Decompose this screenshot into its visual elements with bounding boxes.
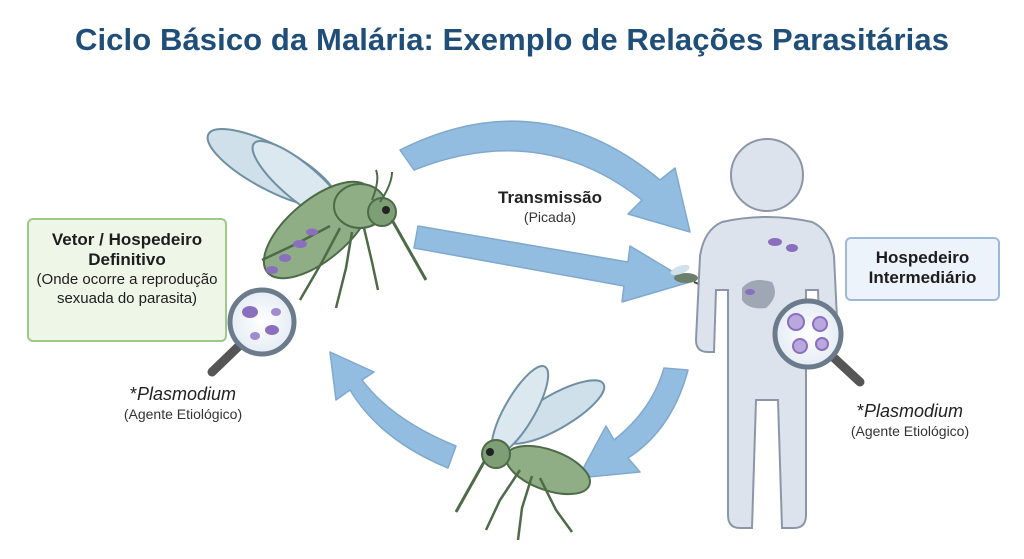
transmission-sub: (Picada) [523,209,577,225]
transmission-title: Transmissão [498,188,602,207]
arrow-top-arc [399,120,691,233]
host-box-heading: Hospedeiro Intermediário [868,248,977,287]
plasmodium-right-role: (Agente Etiológico) [850,423,970,439]
mosquito-vector-icon [206,128,428,309]
arrow-return-left [329,351,457,469]
plasmodium-right-name: Plasmodium [863,401,964,421]
arrow-transmission [413,225,691,303]
plasmodium-left-name: Plasmodium [136,384,237,404]
vector-definitive-host-box: Vetor / Hospedeiro Definitivo (Onde ocor… [27,218,227,342]
cycle-arrows [329,120,691,479]
mosquito-return-icon [454,365,606,541]
transmission-label: Transmissão (Picada) [460,188,640,226]
plasmodium-label-right: *Plasmodium (Agente Etiológico) [815,400,1005,440]
plasmodium-right-prefix: * [856,401,864,421]
plasmodium-label-left: *Plasmodium (Agente Etiológico) [88,383,278,423]
magnifier-right-icon [772,298,865,387]
vector-box-heading: Vetor / Hospedeiro Definitivo [51,230,203,269]
vector-box-description: (Onde ocorre a reprodução sexuada do par… [36,271,218,307]
human-host-icon [694,138,840,529]
plasmodium-left-prefix: * [129,384,137,404]
diagram-title: Ciclo Básico da Malária: Exemplo de Rela… [74,22,950,57]
intermediate-host-box: Hospedeiro Intermediário [845,237,1000,301]
magnifier-left-icon [207,287,297,377]
plasmodium-left-role: (Agente Etiológico) [123,406,243,422]
